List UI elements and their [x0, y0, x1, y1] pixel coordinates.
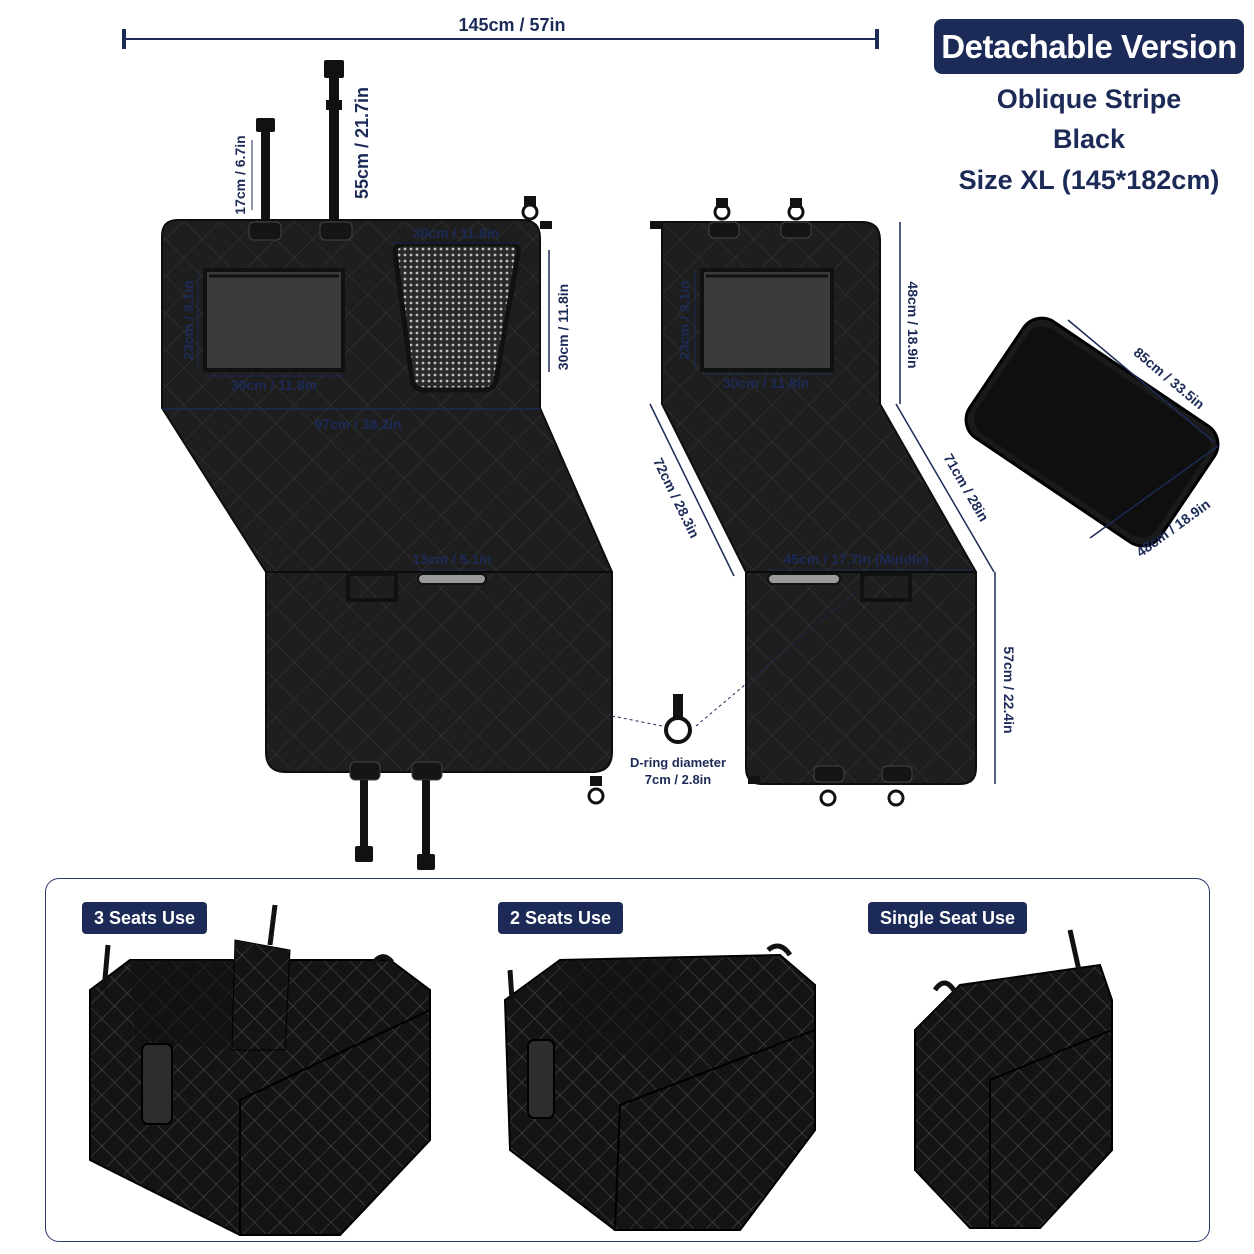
two-seat-illustration [503, 943, 816, 1231]
two-seats-use-badge: 2 Seats Use [498, 902, 624, 934]
top-height-left-label: 30cm / 11.8in [555, 284, 571, 370]
window-width-right-label: 30cm / 11.8in [723, 375, 809, 391]
version-title-badge: Detachable Version [934, 19, 1244, 74]
d-ring-label-line2: 7cm / 2.8in [645, 772, 712, 787]
long-strap [324, 60, 344, 226]
window-height-right-label: 23cm / 9.1in [676, 280, 692, 359]
handle-width-label: 13cm / 5.1in [412, 551, 491, 567]
mesh-width-label: 30cm / 11.8in [413, 225, 499, 241]
window-width-left-label: 30cm / 11.8in [231, 377, 317, 393]
d-ring-callout: D-ring diameter 7cm / 2.8in [611, 587, 861, 787]
d-ring-label-line1: D-ring diameter [630, 755, 726, 770]
pattern-label: Oblique Stripe [996, 84, 1182, 114]
left-panel-dimensions: 30cm / 11.8in 23cm / 9.1in 30cm / 11.8in… [162, 225, 571, 571]
short-strap [256, 118, 275, 226]
size-label: Size XL (145*182cm) [958, 165, 1220, 195]
left-seat-cover-panel: 17cm / 6.7in 55cm / 21.7in [161, 60, 613, 870]
window-height-left-label: 23cm / 9.1in [180, 280, 196, 359]
bottom-height-right-label: 57cm / 22.4in [1001, 646, 1017, 733]
long-strap-label: 55cm / 21.7in [352, 87, 372, 199]
panel-width-left-label: 97cm / 38.2in [314, 416, 401, 432]
single-seat-illustration [914, 929, 1113, 1229]
top-height-right-label: 48cm / 18.9in [905, 281, 921, 368]
middle-width-label: 45cm / 17.7in (Middle) [784, 551, 929, 567]
three-seat-illustration [89, 904, 431, 1236]
short-strap-label: 17cm / 6.7in [232, 135, 248, 214]
total-width-dimension: 145cm / 57in [122, 15, 879, 49]
slope-right-right-label: 71cm / 28in [941, 451, 993, 524]
single-seat-use-badge: Single Seat Use [868, 902, 1028, 934]
support-board: 85cm / 33.5in 48cm / 18.9in [964, 316, 1220, 560]
right-seat-cover-panel [650, 198, 977, 807]
usage-panel [45, 878, 1210, 1242]
total-width-label: 145cm / 57in [458, 15, 565, 35]
three-seats-use-badge: 3 Seats Use [82, 902, 208, 934]
color-label: Black [1052, 124, 1126, 154]
